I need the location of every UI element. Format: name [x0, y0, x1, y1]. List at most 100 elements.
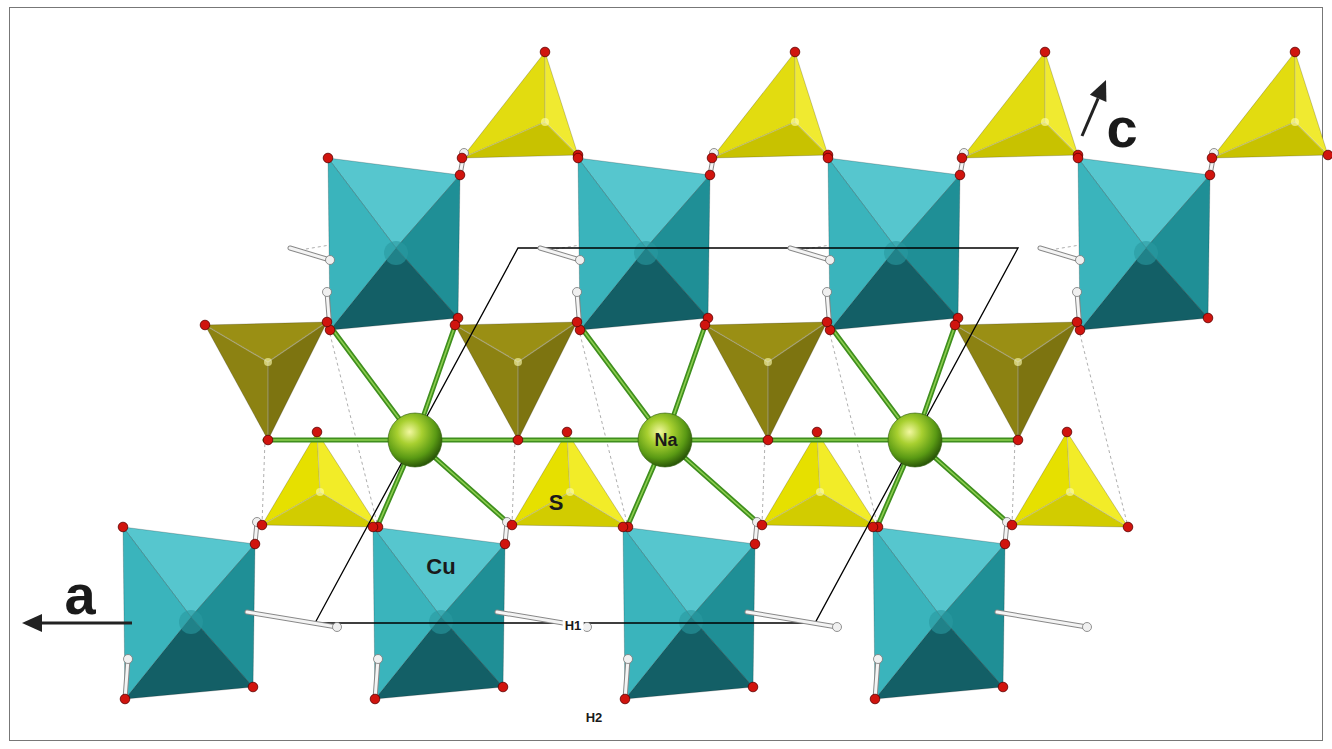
octahedron-face: [873, 527, 941, 699]
atom-label: H2: [584, 711, 605, 724]
bond-line: [512, 492, 570, 525]
sulfur-atom: [791, 118, 799, 126]
octahedron-face: [123, 527, 191, 699]
o-h-bond: [790, 248, 830, 260]
o-h-bond: [247, 612, 337, 627]
oxygen-atom: [368, 522, 378, 532]
sulfur-atom: [264, 358, 272, 366]
sulfate-tetrahedron: [795, 52, 828, 155]
o-h-bond: [1040, 248, 1080, 260]
sulfate-tetrahedron: [1045, 52, 1078, 155]
bond-line: [768, 322, 827, 362]
bond-line: [1070, 492, 1128, 527]
sulfate-tetrahedron: [518, 322, 577, 440]
oxygen-atom: [250, 539, 260, 549]
oxygen-atom: [790, 47, 800, 57]
bond-line: [762, 492, 820, 525]
hydrogen-atom: [823, 288, 832, 297]
hydrogen-atom: [576, 256, 585, 265]
sodium-sphere: [638, 413, 692, 467]
atom-label: H1: [563, 619, 584, 632]
bond-line: [705, 325, 768, 362]
sulfur-atom: [1291, 118, 1299, 126]
copper-atom: [679, 610, 703, 634]
octahedron-face: [828, 158, 896, 330]
hydrogen-atom: [826, 256, 835, 265]
o-h-bond: [1040, 248, 1080, 260]
sulfate-tetrahedron: [1067, 432, 1128, 527]
o-h-bond: [625, 659, 628, 699]
bond-line: [1294, 52, 1295, 122]
oxygen-atom: [323, 153, 333, 163]
sulfate-tetrahedron: [545, 52, 578, 155]
oxygen-atom: [118, 522, 128, 532]
hydrogen-atom: [374, 655, 383, 664]
bond-line: [794, 52, 795, 122]
bond-line: [462, 122, 545, 158]
oxygen-atom: [1013, 435, 1023, 445]
hydrogen-atom: [1083, 623, 1092, 632]
oxygen-atom: [263, 435, 273, 445]
hydrogen-bond: [512, 440, 515, 525]
oxygen-atom: [998, 682, 1008, 692]
copper-atom: [179, 610, 203, 634]
atoms: [118, 47, 1332, 704]
bond-line: [1212, 122, 1295, 158]
oxygen-atom: [823, 153, 833, 163]
axis-label: c: [1106, 100, 1137, 156]
bond-line: [545, 122, 578, 155]
bond-line: [517, 362, 518, 440]
hydrogen-atom: [573, 288, 582, 297]
o-h-bond: [747, 612, 837, 627]
oxygen-atom: [450, 320, 460, 330]
sulfate-tetrahedron: [705, 325, 768, 440]
o-h-bond: [747, 612, 837, 627]
sulfate-tetrahedron: [1018, 322, 1077, 440]
oxygen-atom: [1062, 427, 1072, 437]
o-h-bond: [540, 248, 580, 260]
o-h-bond: [375, 659, 378, 699]
sulfur-atom: [541, 118, 549, 126]
oxygen-atom: [1007, 520, 1017, 530]
oxygen-atom: [955, 170, 965, 180]
hydrogen-bond: [762, 440, 765, 525]
bond-line: [955, 325, 1018, 362]
hydrogen-atom: [326, 256, 335, 265]
sulfur-atom: [1014, 358, 1022, 366]
axis-arrowhead: [1090, 80, 1107, 102]
bond-line: [518, 322, 577, 362]
oxygen-atom: [620, 694, 630, 704]
hydrogen-atom: [333, 623, 342, 632]
sodium-sphere: [888, 413, 942, 467]
atom-label: Cu: [426, 556, 455, 578]
oxygen-atom: [957, 153, 967, 163]
sulfate-tetrahedron: [1295, 52, 1328, 155]
copper-atom: [634, 241, 658, 265]
bond-line: [268, 322, 327, 362]
oxygen-atom: [312, 427, 322, 437]
bond-line: [1295, 122, 1328, 155]
sodium-sphere: [388, 413, 442, 467]
oxygen-atom: [763, 435, 773, 445]
oxygen-atom: [120, 694, 130, 704]
na-bonds: [265, 320, 1015, 525]
oxygen-atom: [812, 427, 822, 437]
hydrogen-atom: [1073, 288, 1082, 297]
o-h-bond: [125, 659, 128, 699]
hydrogen-bond: [262, 440, 265, 525]
o-h-bond: [997, 612, 1087, 627]
o-h-bond: [290, 248, 330, 260]
oxygen-atom: [707, 153, 717, 163]
copper-atom: [929, 610, 953, 634]
atom-label: Na: [654, 431, 677, 449]
oxygen-atom: [748, 682, 758, 692]
axis-label: a: [64, 567, 95, 623]
sulfate-tetrahedron: [268, 322, 327, 440]
oxygen-atom: [757, 520, 767, 530]
sulfur-atom: [764, 358, 772, 366]
hydrogen-atom: [1076, 256, 1085, 265]
oxygen-atom: [455, 170, 465, 180]
sulfate-tetrahedron: [567, 432, 628, 527]
oxygen-atom: [457, 153, 467, 163]
octahedron-face: [373, 527, 441, 699]
